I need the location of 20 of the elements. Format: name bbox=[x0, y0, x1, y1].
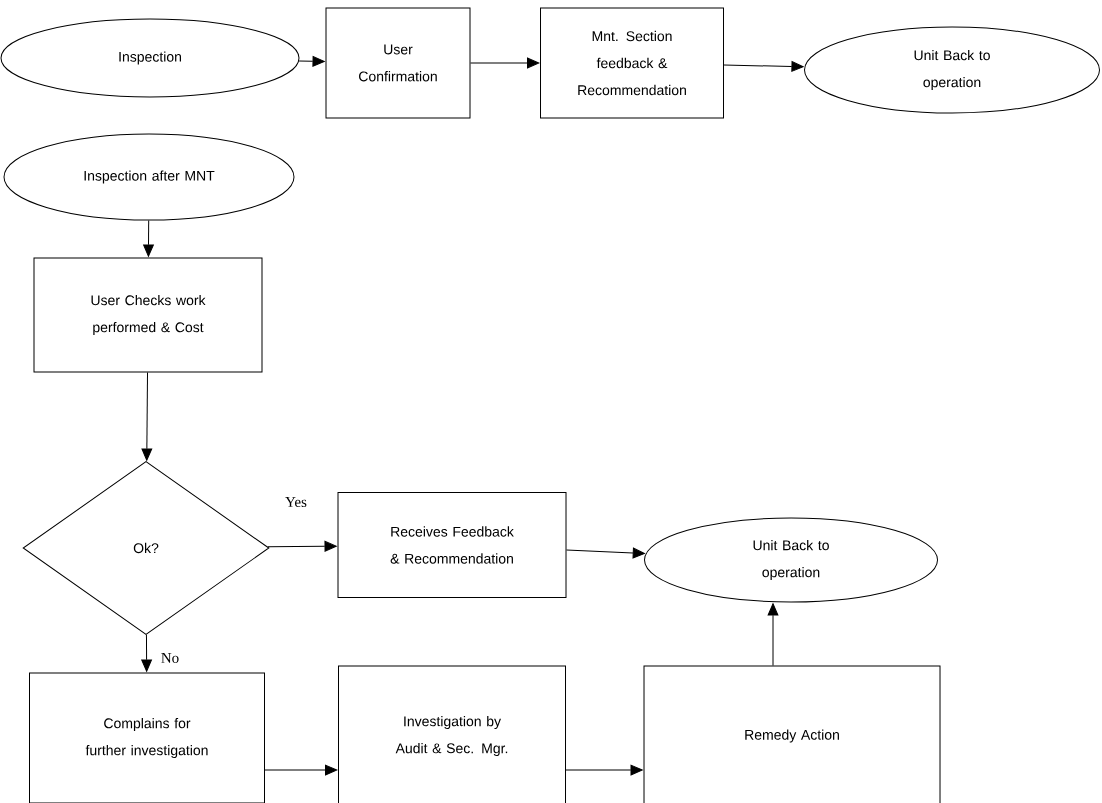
process-box: User Confirmation bbox=[325, 7, 471, 119]
arrow bbox=[264, 764, 338, 776]
edge-label: No bbox=[159, 652, 181, 664]
arrow bbox=[470, 57, 540, 69]
process-box: Investigation by Audit & Sec. Mgr. bbox=[338, 665, 566, 803]
edge-label: Yes bbox=[284, 496, 308, 508]
arrow bbox=[143, 220, 154, 257]
arrow bbox=[565, 764, 643, 776]
arrow bbox=[566, 547, 645, 559]
arrow bbox=[267, 540, 337, 552]
process-box: Complains for further investigation bbox=[29, 672, 265, 803]
process-box: User Checks work performed & Cost bbox=[33, 257, 263, 373]
process-box: Receives Feedback & Recommendation bbox=[337, 492, 567, 598]
process-box: Mnt. Section feedback & Recommendation bbox=[540, 7, 724, 119]
process-box: Remedy Action bbox=[643, 665, 941, 803]
arrow bbox=[767, 603, 779, 666]
arrow bbox=[298, 55, 325, 67]
arrow bbox=[723, 61, 804, 72]
arrow bbox=[141, 372, 153, 461]
arrow bbox=[141, 634, 152, 672]
